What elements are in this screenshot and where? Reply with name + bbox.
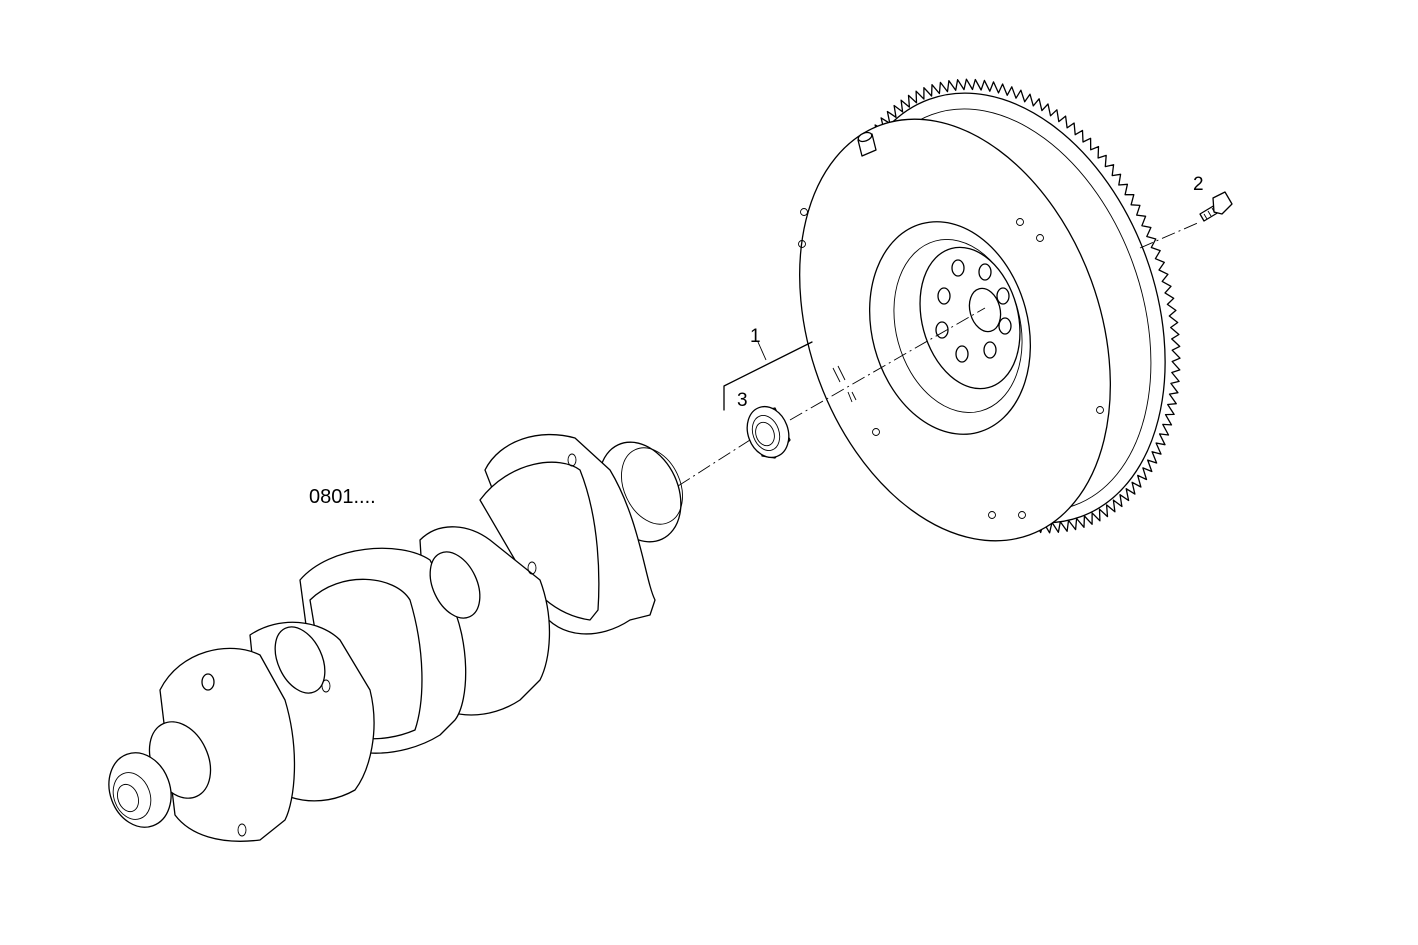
flywheel-center-bore [968, 287, 1002, 333]
rim-bolt-holes [798, 208, 1104, 519]
dowel-pin [857, 131, 877, 157]
center-lines [677, 221, 1201, 487]
hub-bolt-holes [935, 259, 1012, 363]
flywheel-screw [1199, 191, 1233, 222]
callout-2: 2 [1193, 174, 1204, 195]
leader-line-1 [723, 341, 813, 411]
flywheel [798, 78, 1181, 542]
callout-3: 3 [737, 390, 748, 411]
timing-marks [832, 365, 857, 403]
crankshaft [108, 433, 683, 842]
pilot-bearing [746, 405, 791, 459]
reference-label: 0801.... [309, 486, 376, 508]
callout-1: 1 [750, 326, 761, 347]
